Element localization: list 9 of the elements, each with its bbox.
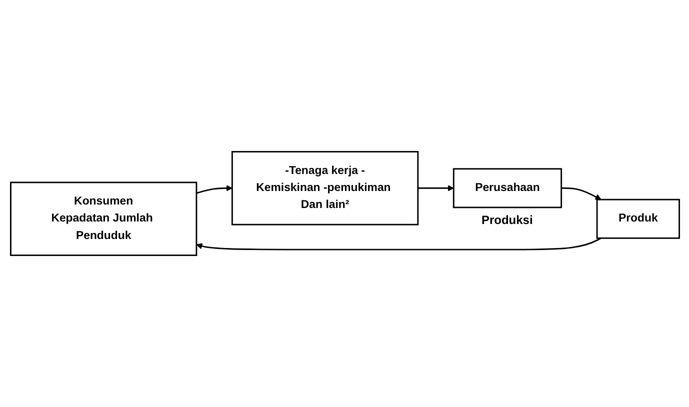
arrow: [196, 238, 601, 250]
node-box: Perusahaan: [452, 168, 562, 208]
arrow: [196, 185, 232, 194]
node-caption: Produksi: [481, 213, 533, 228]
arrow: [560, 187, 601, 200]
node-box: -Tenaga kerja -Kemiskinan -pemukiman Dan lain²: [230, 150, 418, 226]
node-box: Konsumen Kepadatan Jumlah Penduduk: [10, 182, 197, 256]
node-box: Produk: [596, 198, 680, 239]
arrow: [417, 185, 454, 192]
